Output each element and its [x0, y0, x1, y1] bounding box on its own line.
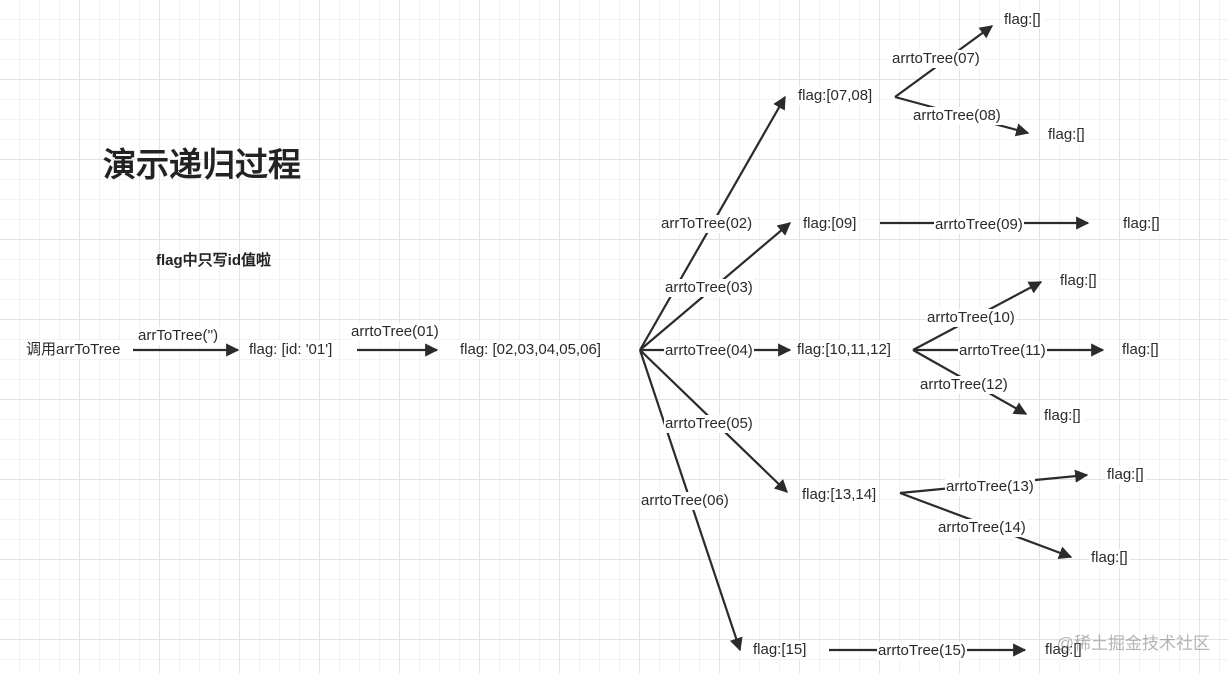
edge-label-01: arrtoTree(01): [350, 323, 440, 341]
edge-label-10: arrtoTree(10): [926, 309, 1016, 327]
node-08: flag:[]: [1046, 126, 1087, 144]
edge-label-12: arrtoTree(12): [919, 376, 1009, 394]
edge-label-06: arrtoTree(06): [640, 492, 730, 510]
edge-label-09: arrtoTree(09): [934, 216, 1024, 234]
edge-label-11: arrtoTree(11): [958, 342, 1047, 360]
watermark: @稀土掘金技术社区: [1056, 634, 1210, 653]
diagram-subtitle: flag中只写id值啦: [156, 252, 271, 269]
edge-label-13: arrtoTree(13): [945, 478, 1035, 496]
node-02: flag:[07,08]: [796, 87, 875, 105]
edge-label-04: arrtoTree(04): [664, 342, 754, 360]
edge-label-08: arrtoTree(08): [912, 107, 1002, 125]
node-06: flag:[15]: [751, 641, 809, 659]
node-13: flag:[]: [1105, 466, 1146, 484]
node-11: flag:[]: [1120, 341, 1161, 359]
edge-label-05: arrtoTree(05): [664, 415, 754, 433]
edge-label-15: arrtoTree(15): [877, 642, 967, 660]
edge-label-14: arrtoTree(14): [937, 519, 1027, 537]
node-07: flag:[]: [1002, 11, 1043, 29]
node-14: flag:[]: [1089, 549, 1130, 567]
node-call: 调用arrToTree: [24, 341, 123, 359]
edge-label-02: arrToTree(02): [660, 215, 754, 233]
node-10: flag:[]: [1058, 272, 1099, 290]
edge-label-call: arrToTree(''): [137, 327, 220, 345]
node-12: flag:[]: [1042, 407, 1083, 425]
node-level1: flag: [02,03,04,05,06]: [458, 341, 603, 359]
node-05: flag:[13,14]: [800, 486, 879, 504]
node-03: flag:[09]: [801, 215, 859, 233]
node-15: flag:[]: [1043, 641, 1084, 659]
node-04: flag:[10,11,12]: [795, 341, 893, 359]
node-root: flag: [id: '01']: [247, 341, 335, 359]
diagram-title: 演示递归过程: [103, 146, 301, 183]
edge-label-03: arrtoTree(03): [664, 279, 754, 297]
edge-label-07: arrtoTree(07): [891, 50, 981, 68]
node-09: flag:[]: [1121, 215, 1162, 233]
